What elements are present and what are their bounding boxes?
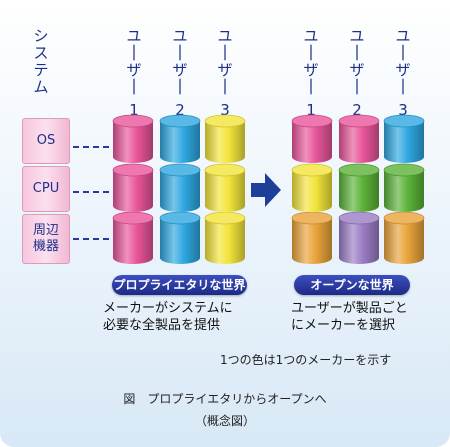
proprietary-world-badge: プロプライエタリな世界 (112, 275, 247, 295)
vertical-char: ユ (395, 27, 411, 45)
open-col2-layer2 (338, 163, 380, 212)
transition-arrow-icon (251, 173, 281, 207)
color-legend-note: 1つの色は1つのメーカーを示す (220, 353, 392, 367)
peripheral-layer-box: 周辺機器 (22, 214, 70, 264)
os-connector-line (73, 146, 109, 148)
vertical-char: ｜ (303, 78, 319, 96)
vertical-char: ザ (349, 61, 365, 79)
left-user-2-label: ユ｜ザ｜2 (170, 28, 190, 119)
left-user-3-label: ユ｜ザ｜3 (215, 28, 235, 119)
right-user-1-label: ユ｜ザ｜1 (301, 28, 321, 119)
proprietary-col1-layer3 (112, 211, 154, 264)
peripheral-layer-label: 周辺機器 (32, 223, 59, 254)
proprietary-col3-layer1 (204, 114, 246, 163)
cpu-connector-line (73, 191, 109, 193)
proprietary-desc-line1: メーカーがシステムに (103, 301, 233, 316)
open-col3-layer1 (383, 114, 425, 163)
vertical-char: 3 (398, 101, 408, 119)
peripheral-connector-line (73, 238, 109, 240)
open-col2-layer3 (338, 211, 380, 264)
vertical-char: ｜ (349, 44, 365, 62)
right-user-2-label: ユ｜ザ｜2 (347, 28, 367, 119)
proprietary-col1-layer2 (112, 163, 154, 212)
vertical-char: ユ (217, 27, 233, 45)
vertical-char: ム (33, 78, 49, 96)
cpu-layer-label: CPU (32, 181, 60, 196)
vertical-char: ユ (349, 27, 365, 45)
open-col1-layer1 (291, 114, 333, 163)
os-layer-label: OS (36, 133, 56, 148)
open-world-badge: オープンな世界 (294, 275, 410, 295)
open-col1-layer2 (291, 163, 333, 212)
os-layer-box: OS (22, 118, 70, 164)
vertical-char: ｜ (303, 44, 319, 62)
vertical-char: ｜ (172, 78, 188, 96)
open-description: ユーザーが製品ごと にメーカーを選択 (291, 300, 441, 334)
proprietary-col2-layer1 (159, 114, 201, 163)
figure-caption-line1: 図 プロプライエタリからオープンへ (123, 392, 327, 406)
vertical-char: ザ (217, 61, 233, 79)
vertical-char: ｜ (349, 78, 365, 96)
proprietary-col2-layer3 (159, 211, 201, 264)
vertical-char: ｜ (395, 78, 411, 96)
proprietary-desc-line2: 必要な全製品を提供 (103, 318, 221, 333)
proprietary-col2-layer2 (159, 163, 201, 212)
vertical-char: テ (33, 61, 49, 79)
vertical-char: ｜ (172, 44, 188, 62)
open-col2-layer1 (338, 114, 380, 163)
vertical-char: ユ (172, 27, 188, 45)
vertical-char: ザ (172, 61, 188, 79)
vertical-char: 2 (352, 101, 362, 119)
figure-caption: 図 プロプライエタリからオープンへ （概念図） (90, 390, 360, 430)
open-desc-line2: にメーカーを選択 (291, 318, 396, 333)
vertical-char: ユ (126, 27, 142, 45)
vertical-char: ユ (303, 27, 319, 45)
vertical-char: 1 (129, 101, 139, 119)
vertical-char: ザ (126, 61, 142, 79)
vertical-char: シ (33, 27, 49, 45)
open-col3-layer2 (383, 163, 425, 212)
vertical-char: ｜ (126, 44, 142, 62)
vertical-char: ス (33, 44, 49, 62)
vertical-char: ｜ (395, 44, 411, 62)
vertical-char: 1 (306, 101, 316, 119)
open-col3-layer3 (383, 211, 425, 264)
vertical-char: 2 (175, 101, 185, 119)
vertical-char: 3 (220, 101, 230, 119)
proprietary-col1-layer1 (112, 114, 154, 163)
vertical-char: ザ (303, 61, 319, 79)
open-desc-line1: ユーザーが製品ごと (291, 301, 408, 316)
proprietary-col3-layer2 (204, 163, 246, 212)
system-label: システム (31, 28, 51, 96)
right-user-3-label: ユ｜ザ｜3 (393, 28, 413, 119)
vertical-char: ザ (395, 61, 411, 79)
vertical-char: ｜ (217, 44, 233, 62)
proprietary-col3-layer3 (204, 211, 246, 264)
figure-caption-line2: （概念図） (194, 414, 255, 428)
left-user-1-label: ユ｜ザ｜1 (124, 28, 144, 119)
vertical-char: ｜ (217, 78, 233, 96)
cpu-layer-box: CPU (22, 166, 70, 212)
vertical-char: ｜ (126, 78, 142, 96)
proprietary-description: メーカーがシステムに 必要な全製品を提供 (103, 300, 263, 334)
open-col1-layer3 (291, 211, 333, 264)
